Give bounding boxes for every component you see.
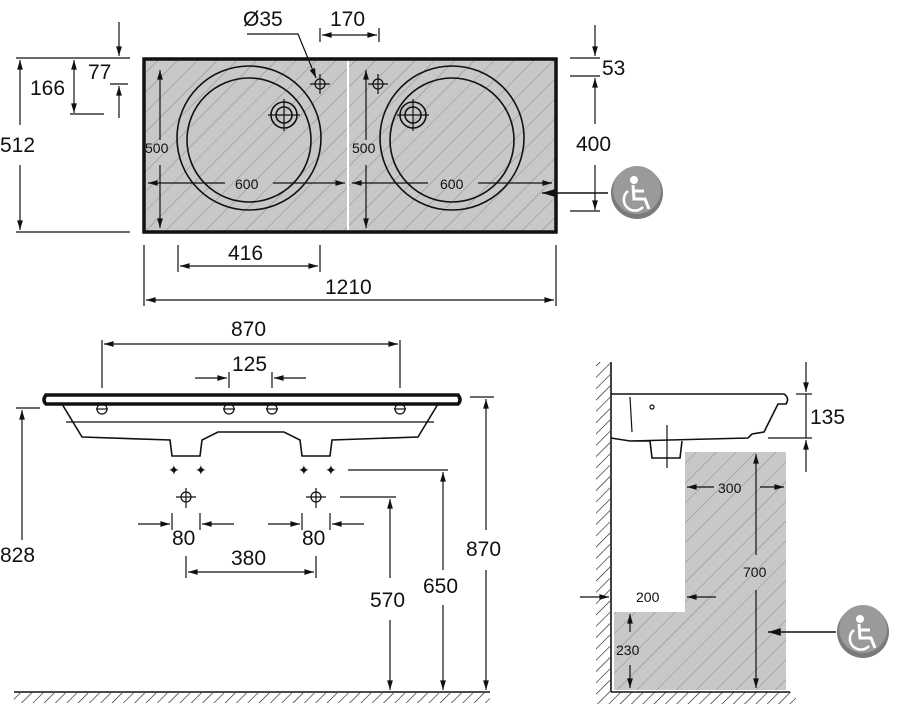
- side-view: 135 300 700 200 230: [580, 362, 891, 704]
- dim-bowl-depth-right: 500: [352, 140, 376, 156]
- dim-bowl-width-right: 600: [440, 176, 464, 192]
- dim-edge-53: 53: [602, 57, 625, 80]
- svg-text:✦: ✦: [195, 462, 207, 478]
- svg-text:✦: ✦: [325, 462, 337, 478]
- dim-tap-spacing-870: 870: [231, 318, 266, 341]
- bowl-outer-left: [176, 65, 322, 211]
- dim-depth-512: 512: [0, 134, 35, 157]
- front-tap-holes: [96, 403, 406, 415]
- dim-basin-height-135: 135: [810, 406, 845, 429]
- dim-height-650: 650: [423, 575, 458, 598]
- plan-view: Ø35 170 512 166 77 500 600 500 600: [0, 8, 665, 306]
- dim-knee-depth-400: 400: [576, 133, 611, 156]
- dim-fixing-right-80: 80: [302, 527, 325, 550]
- drain-right: [397, 99, 429, 131]
- dim-knee-height-700: 700: [743, 564, 767, 580]
- side-basin-profile: [611, 393, 789, 459]
- dim-tap-hole-diameter: Ø35: [243, 8, 283, 31]
- bowl-inner-right: [389, 77, 515, 203]
- basin-body-profile: [61, 403, 439, 457]
- fixing-points: ✦ ✦ ✦ ✦: [168, 462, 337, 508]
- tap-hole-left: [310, 74, 330, 94]
- dim-knee-width-300: 300: [718, 480, 742, 496]
- dim-offset-166: 166: [30, 77, 65, 100]
- dim-bowl-depth-left: 500: [145, 140, 169, 156]
- svg-text:✦: ✦: [168, 462, 180, 478]
- dim-toe-height-230: 230: [616, 642, 640, 658]
- basin-top-outline: [144, 59, 556, 232]
- dim-height-828: 828: [0, 544, 35, 567]
- dim-fixing-left-80: 80: [172, 527, 195, 550]
- wall-hatch: [596, 362, 610, 692]
- wheelchair-icon-side: [835, 603, 891, 660]
- basin-top-border: [142, 57, 558, 234]
- wheelchair-icon: [609, 164, 665, 221]
- dim-waste-spacing-380: 380: [231, 547, 266, 570]
- side-floor-hatch: [596, 692, 796, 704]
- countertop-rim: [42, 393, 462, 406]
- dim-offset-416: 416: [228, 242, 263, 265]
- bowl-inner-left: [186, 77, 312, 203]
- dim-center-spacing-125: 125: [232, 353, 267, 376]
- knee-clearance-zone: [614, 452, 786, 690]
- svg-text:✦: ✦: [298, 462, 310, 478]
- dim-offset-77: 77: [88, 61, 111, 84]
- dim-tap-hole-offset: 170: [330, 8, 365, 31]
- dim-height-570: 570: [370, 589, 405, 612]
- front-view: 870 125 ✦ ✦ ✦ ✦ 80 80 380 828 570: [0, 318, 501, 703]
- drain-left: [268, 99, 300, 131]
- dim-height-870: 870: [466, 538, 501, 561]
- floor-hatch: [14, 693, 490, 703]
- dim-toe-depth-200: 200: [636, 589, 660, 605]
- dim-overall-width-1210: 1210: [325, 276, 372, 299]
- tap-hole-right: [368, 74, 388, 94]
- dim-bowl-width-left: 600: [235, 176, 259, 192]
- bowl-outer-right: [379, 65, 525, 211]
